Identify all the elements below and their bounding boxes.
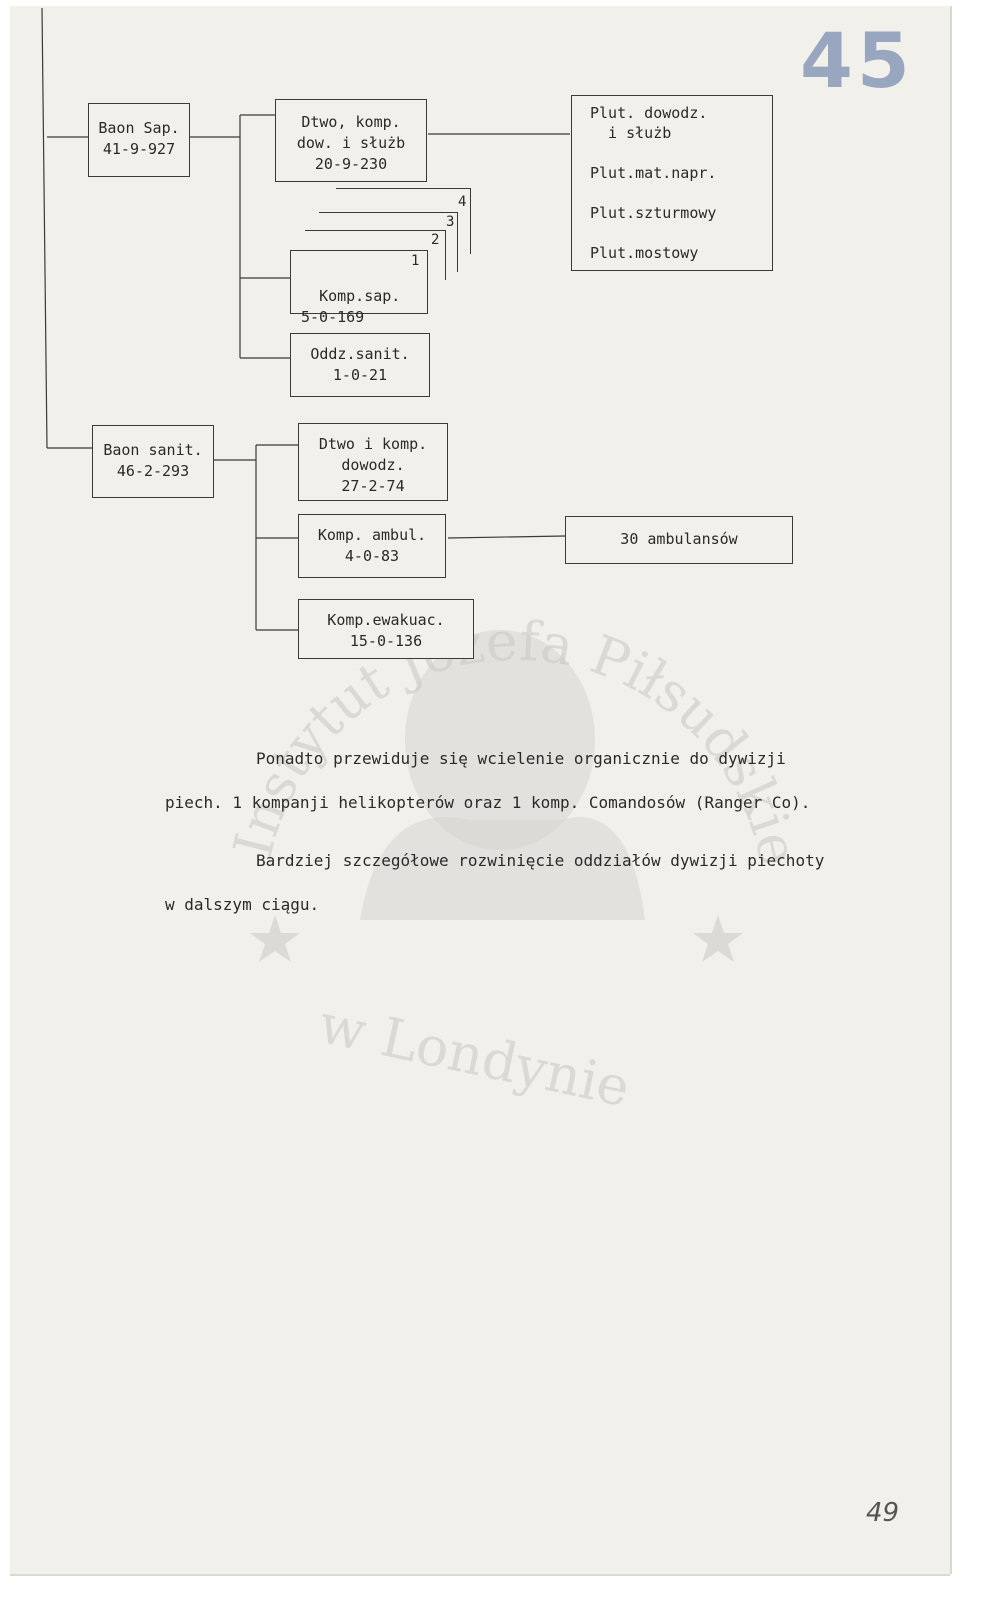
komp-sap-stack-2	[305, 230, 446, 280]
dtwo-dowodz-box: Dtwo i komp. dowodz. 27-2-74	[298, 423, 448, 501]
komp-ambul-box: Komp. ambul. 4-0-83	[298, 514, 446, 578]
paragraph-2-line-1: Bardziej szczegółowe rozwinięcie oddział…	[256, 851, 825, 870]
page-number: 49	[866, 1498, 900, 1528]
plutony-box: Plut. dowodz. i służb Plut.mat.napr. Plu…	[571, 95, 773, 271]
stack-number-3: 3	[446, 214, 455, 230]
komp-sap-box: Komp.sap. 5-0-169 1	[290, 250, 428, 326]
stack-number-2: 2	[431, 232, 440, 248]
watermark-star-left	[250, 915, 300, 962]
paragraph-1-line-2: piech. 1 kompanji helikopterów oraz 1 ko…	[165, 793, 811, 812]
paragraph-1-line-1: Ponadto przewiduje się wcielenie organic…	[256, 749, 786, 768]
watermark-star-right	[693, 915, 743, 962]
baon-sanit-box: Baon sanit. 46-2-293	[92, 425, 214, 498]
dtwo-komp-box: Dtwo, komp. dow. i służb 20-9-230	[275, 99, 427, 182]
komp-sap-stack-3	[319, 212, 458, 272]
stamp-number: 45	[800, 16, 914, 105]
komp-ewak-box: Komp.ewakuac. 15-0-136	[298, 599, 474, 659]
ambulanse-box: 30 ambulansów	[565, 516, 793, 564]
komp-sap-label: Komp.sap. 5-0-169	[301, 287, 401, 326]
paragraph-2-line-2: w dalszym ciągu.	[165, 895, 320, 914]
stack-number-1: 1	[411, 253, 420, 269]
watermark-portrait	[360, 630, 645, 920]
oddz-sanit-box: Oddz.sanit. 1-0-21	[290, 333, 430, 397]
komp-sap-stack-4	[336, 188, 471, 254]
stack-number-4: 4	[458, 194, 467, 210]
baon-sap-box: Baon Sap. 41-9-927	[88, 103, 190, 177]
